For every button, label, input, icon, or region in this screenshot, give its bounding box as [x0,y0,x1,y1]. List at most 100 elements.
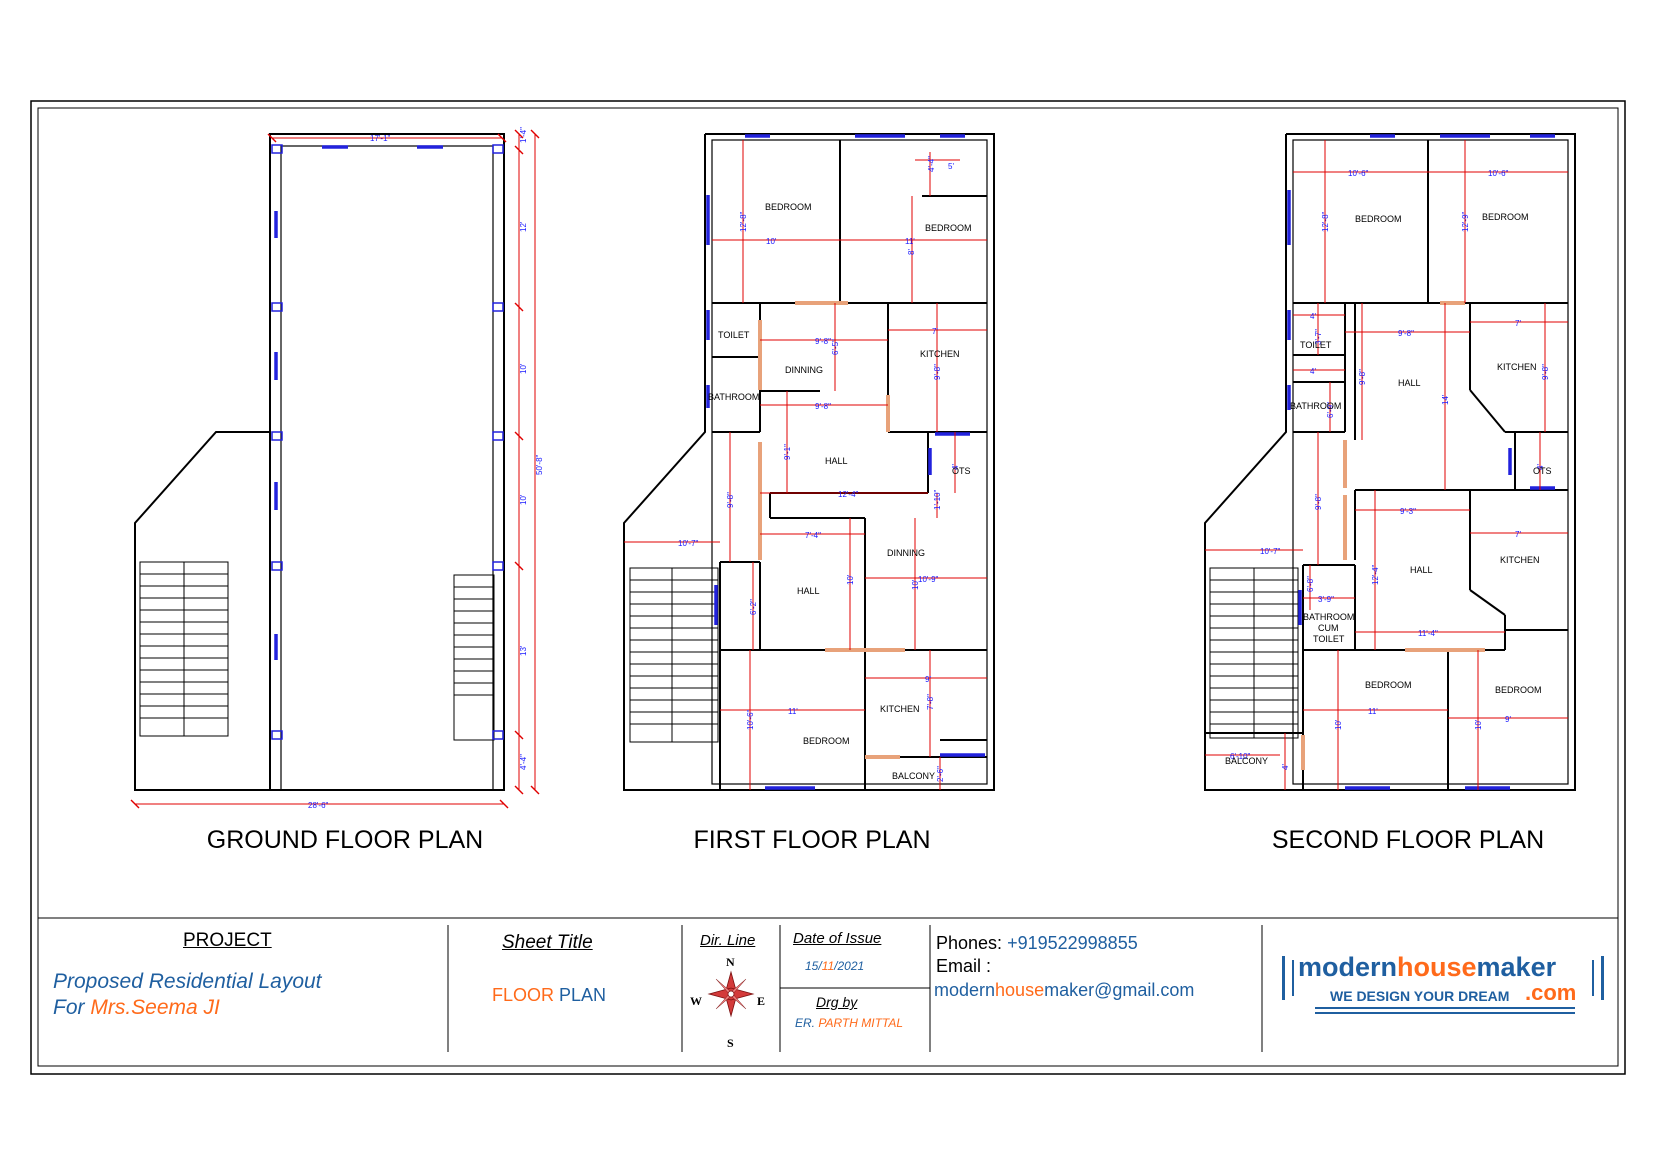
sf-dim-18: 6'-8" [1306,576,1315,592]
ff-dim-12: 4' [951,464,960,470]
sf-dim-1: 10'-6" [1488,169,1509,178]
dir-line-label: Dir. Line [700,932,756,949]
sf-dim-27: 4' [1281,764,1290,770]
ground-dimensions: 17'-1" 1'-4" 12' 10' 10' 13' 4'-4" 50'-8… [130,127,544,810]
second-dim-lines [1205,140,1568,790]
sf-dim-11: 9'-8" [1358,369,1367,385]
ff-dim-0: 12'-8" [739,211,748,232]
sf-room-bathroom-cum-2: CUM [1318,623,1339,633]
sf-dim-24: 10' [1474,719,1483,730]
sf-room-bathroom: BATHROOM [1290,401,1341,411]
sf-dim-26: 6'-10" [1230,752,1251,761]
email-part-2: house [995,980,1045,1000]
ff-dim-13: 12'-4" [838,490,859,499]
ground-dim-seg3: 10' [519,363,528,374]
sf-dim-8: 4' [1310,367,1316,376]
sf-dim-5: 3'-7" [1314,329,1323,345]
ff-room-bathroom: BATHROOM [708,392,759,402]
sf-room-kitchen-1: KITCHEN [1497,362,1537,372]
sf-room-balcony: BALCONY [1225,756,1268,766]
sf-dim-9: 9'-8" [1541,364,1550,380]
ff-dim-24: 11' [788,707,798,716]
ff-dim-2: 4'-4" [927,156,936,172]
drg-name: PARTH MITTAL [818,1016,904,1030]
first-room-labels: BEDROOM BEDROOM TOILET DINNING KITCHEN B… [708,202,972,781]
ff-room-dinning-2: DINNING [887,548,925,558]
logo-part-3: maker [1476,952,1557,982]
ground-dim-seg5: 13' [519,645,528,656]
phone-line: Phones: +919522998855 [936,933,1138,954]
project-line-1: Proposed Residential Layout [53,970,322,993]
date-of-issue-value: 15/11/2021 [805,959,864,973]
ground-columns [271,144,504,740]
sheet-title-part1: FLOOR [492,985,555,1005]
drg-by-label: Drg by [816,994,858,1010]
ground-floor-title: GROUND FLOOR PLAN [207,826,483,854]
first-floor-title: FIRST FLOOR PLAN [693,826,930,854]
sf-dim-7: 7' [1515,319,1521,328]
ff-dim-22: 9' [925,675,931,684]
sf-dim-13: 4' [1536,464,1545,470]
compass-icon [707,970,755,1018]
ground-dim-seg1: 1'-4" [519,127,528,143]
logo-frame [1282,956,1604,1014]
sf-room-bedroom-3: BEDROOM [1365,680,1412,690]
inner-frame [37,107,1619,1067]
compass-east: E [757,994,766,1008]
sf-dim-16: 9'-3" [1400,507,1416,516]
ff-dim-14: 1'-10" [933,489,942,510]
logo-tagline: WE DESIGN YOUR DREAM [1330,988,1510,1004]
sf-dim-17: 7' [1515,530,1521,539]
second-floor-title: SECOND FLOOR PLAN [1272,826,1544,854]
ground-dim-top: 17'-1" [370,134,391,143]
ff-dim-25: 10'-6" [746,709,755,730]
phone-value: +919522998855 [1007,933,1138,953]
ff-room-kitchen-2: KITCHEN [880,704,920,714]
date-month: 11 [821,959,835,973]
ff-dim-17: 7'-4" [805,531,821,540]
email-part-4: @gmail.com [1094,980,1195,1000]
first-outer-wall [623,133,995,791]
sf-room-bedroom-4: BEDROOM [1495,685,1542,695]
ff-room-toilet: TOILET [718,330,750,340]
ff-dim-3: 5' [948,162,954,171]
sf-room-hall-1: HALL [1398,378,1421,388]
logo-com: .com [1525,980,1577,1005]
email-label: Email : [936,956,992,976]
titleblock-dividers [447,925,1263,1052]
sf-dim-6: 9'-8" [1398,329,1414,338]
first-dim-labels: 12'-8" 10' 4'-4" 5' 11' 8' 9'-8" 6'-5" 7… [678,156,960,782]
ground-dim-seg4: 10' [519,494,528,505]
sf-dim-0: 10'-6" [1348,169,1369,178]
compass-north: N [726,955,735,969]
client-name: Mrs.Seema JI [90,996,220,1019]
sf-dim-22: 11' [1368,707,1378,716]
ff-dim-6: 9'-8" [815,337,831,346]
second-dim-labels: 10'-6" 10'-6" 12'-8" 12'-9" 4' 3'-7" 9'-… [1230,169,1550,770]
compass-south: S [727,1036,734,1050]
sf-room-ots: OTS [1533,466,1552,476]
ff-dim-26: 2'-6" [936,766,945,782]
sf-dim-3: 12'-9" [1461,211,1470,232]
sheet-title-part2: PLAN [554,985,607,1005]
first-inner-wall [711,139,988,785]
email-value[interactable]: modernhousemaker@gmail.com [934,980,1194,1001]
ff-dim-5: 8' [907,249,916,255]
ff-dim-18: 6'-2" [749,599,758,615]
ff-dim-20: 10'-9" [918,575,939,584]
ground-outer-wall [269,133,505,791]
ground-inner-wall [280,145,494,791]
ground-left-stairs [139,561,229,737]
ff-dim-9: 9'-8" [933,364,942,380]
sf-room-kitchen-2: KITCHEN [1500,555,1540,565]
ff-room-balcony: BALCONY [892,771,935,781]
first-interior-walls [712,140,987,790]
sf-dim-21: 11'-4" [1418,629,1438,638]
sheet-title-value: FLOOR PLAN [492,985,606,1006]
first-stairs [629,567,719,743]
sf-dim-20: 12'-4" [1371,564,1380,585]
second-windows [1287,134,1555,790]
ff-dim-23: 7'-8" [926,694,935,710]
email-part-3: maker [1044,980,1095,1000]
